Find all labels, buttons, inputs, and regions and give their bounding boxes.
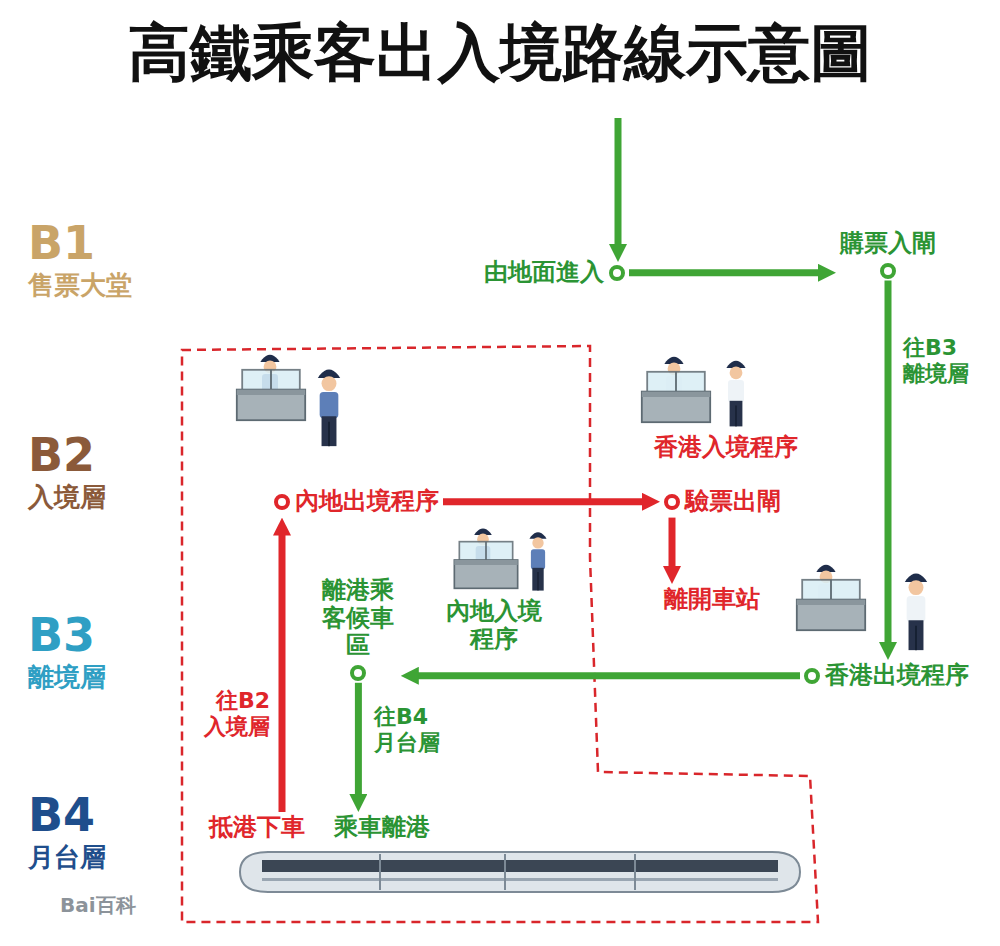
floor-code: B3 bbox=[28, 610, 106, 661]
route-point: 乘車離港 bbox=[330, 812, 434, 844]
step-label: 香港入境程序 bbox=[654, 434, 798, 462]
floor-face bbox=[212, 902, 850, 928]
floor-face bbox=[150, 718, 1000, 912]
edge-label: 往B2 入境層 bbox=[198, 688, 270, 741]
mainland-exit-booth bbox=[237, 355, 340, 446]
route-point: 購票入閘 bbox=[836, 228, 940, 281]
floor-band: B2入境層內地出境程序香港入境程序驗票出閘 bbox=[0, 355, 1000, 565]
floor-band: B1售票大堂 由地面進入 購票入閘 bbox=[0, 130, 1000, 355]
floor-face bbox=[150, 562, 1000, 708]
floor-code: B4 bbox=[28, 790, 106, 841]
route-dot bbox=[350, 665, 366, 681]
floor-code: B1 bbox=[28, 218, 132, 269]
step-label: 離港乘客候車區 bbox=[320, 577, 397, 660]
floor-face bbox=[210, 540, 830, 561]
flow-arrow bbox=[629, 269, 824, 276]
entry-arrow bbox=[615, 118, 622, 250]
floor-band: B3離境層 離港乘客候車區內地入境程序香港出境程序 bbox=[0, 555, 1000, 725]
edge-label: 往B3 離境層 bbox=[903, 335, 975, 388]
diagram-title: 高鐵乘客出入境路線示意圖 bbox=[128, 14, 872, 92]
route-point: 離開車站 bbox=[660, 584, 764, 616]
floor-label: B3離境層 bbox=[28, 610, 106, 693]
step-label: 由地面進入 bbox=[484, 259, 604, 287]
floor-name: 月台層 bbox=[28, 841, 106, 874]
floor-name: 離境層 bbox=[28, 661, 106, 694]
step-label: 香港出境程序 bbox=[825, 662, 969, 690]
step-label: 離開車站 bbox=[664, 586, 760, 614]
route-dot bbox=[664, 494, 680, 510]
route-dot bbox=[609, 265, 625, 281]
flow-arrow bbox=[413, 672, 800, 679]
route-point: 由地面進入 bbox=[480, 257, 629, 289]
route-point: 香港入境程序 bbox=[650, 432, 802, 464]
route-point: 驗票出閘 bbox=[660, 486, 785, 518]
step-label: 內地入境程序 bbox=[444, 598, 545, 653]
floor-shape bbox=[0, 355, 1000, 565]
route-point: 香港出境程序 bbox=[800, 660, 973, 692]
route-dot bbox=[880, 263, 896, 279]
flow-arrow bbox=[885, 281, 892, 648]
title-area: 高鐵乘客出入境路線示意圖 bbox=[0, 14, 1000, 92]
step-label: 購票入閘 bbox=[840, 230, 936, 258]
floor-code: B2 bbox=[28, 430, 106, 481]
floor-name: 售票大堂 bbox=[28, 269, 132, 302]
floor-face bbox=[148, 362, 1000, 545]
floor-face bbox=[200, 690, 1000, 722]
floor-name: 入境層 bbox=[28, 481, 106, 514]
route-dot bbox=[804, 668, 820, 684]
floor-label: B2入境層 bbox=[28, 430, 106, 513]
flow-arrow bbox=[669, 518, 676, 572]
floor-shape bbox=[0, 700, 1000, 935]
step-label: 乘車離港 bbox=[334, 814, 430, 842]
floor-face bbox=[850, 872, 1000, 918]
floor-face bbox=[148, 140, 1000, 332]
floor-face bbox=[205, 318, 812, 348]
floor-face bbox=[812, 262, 1000, 334]
flow-arrow bbox=[355, 683, 362, 800]
step-label: 內地出境程序 bbox=[295, 488, 439, 516]
watermark: Bai百科 bbox=[60, 892, 136, 919]
flow-arrow bbox=[443, 498, 648, 505]
route-dot bbox=[274, 494, 290, 510]
floor-band: B4月台層 抵港下車 乘車離港 bbox=[0, 700, 1000, 935]
zone-outline bbox=[182, 346, 818, 922]
train bbox=[240, 852, 800, 892]
hk-exit-booth bbox=[797, 565, 927, 650]
floor-label: B1售票大堂 bbox=[28, 218, 132, 301]
floor-label: B4月台層 bbox=[28, 790, 106, 873]
route-point: 抵港下車 bbox=[205, 812, 309, 844]
step-label: 驗票出閘 bbox=[685, 488, 781, 516]
route-point: 離港乘客候車區 bbox=[316, 575, 401, 683]
step-label: 抵港下車 bbox=[209, 814, 305, 842]
edge-label: 往B4 月台層 bbox=[374, 704, 446, 757]
route-point: 內地入境程序 bbox=[440, 596, 549, 655]
floor-face bbox=[830, 478, 1000, 556]
flow-arrow bbox=[279, 530, 286, 812]
hk-entry-booth bbox=[642, 357, 746, 427]
route-point: 內地出境程序 bbox=[270, 486, 443, 518]
mainland-entry-booth bbox=[454, 528, 546, 590]
